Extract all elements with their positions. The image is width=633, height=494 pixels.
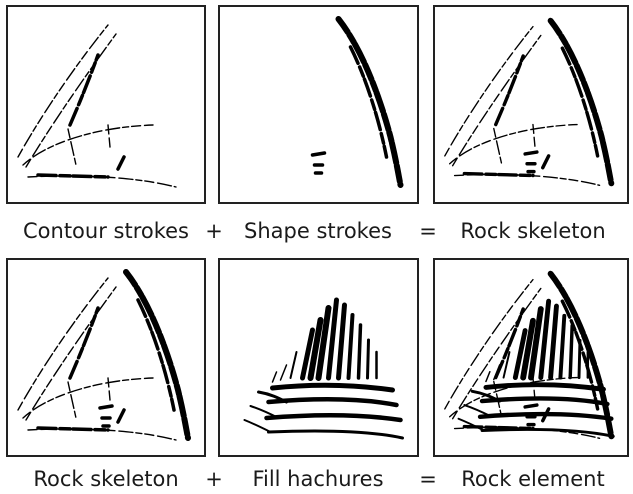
panel-rock-element xyxy=(433,258,629,457)
fill-hachures-drawing xyxy=(220,260,417,455)
label-rock-skeleton: Rock skeleton xyxy=(435,216,631,246)
rock-skeleton-input-drawing xyxy=(8,260,204,455)
row2-equation: Rock skeleton + Fill hachures = Rock ele… xyxy=(0,464,633,494)
panel-shape-strokes xyxy=(218,5,419,204)
label-shape-strokes: Shape strokes xyxy=(218,216,418,246)
panel-rock-skeleton-result xyxy=(433,5,629,204)
rock-skeleton-drawing xyxy=(435,7,627,202)
row1-equation: Contour strokes + Shape strokes = Rock s… xyxy=(0,216,633,246)
label-contour-strokes: Contour strokes xyxy=(6,216,206,246)
label-fill-hachures: Fill hachures xyxy=(218,464,418,494)
label-rock-skeleton: Rock skeleton xyxy=(6,464,206,494)
shape-strokes-drawing xyxy=(220,7,417,202)
rock-element-drawing xyxy=(435,260,627,455)
contour-strokes-drawing xyxy=(8,7,204,202)
label-rock-element: Rock element xyxy=(435,464,631,494)
panel-fill-hachures xyxy=(218,258,419,457)
panel-contour-strokes xyxy=(6,5,206,204)
panel-rock-skeleton xyxy=(6,258,206,457)
